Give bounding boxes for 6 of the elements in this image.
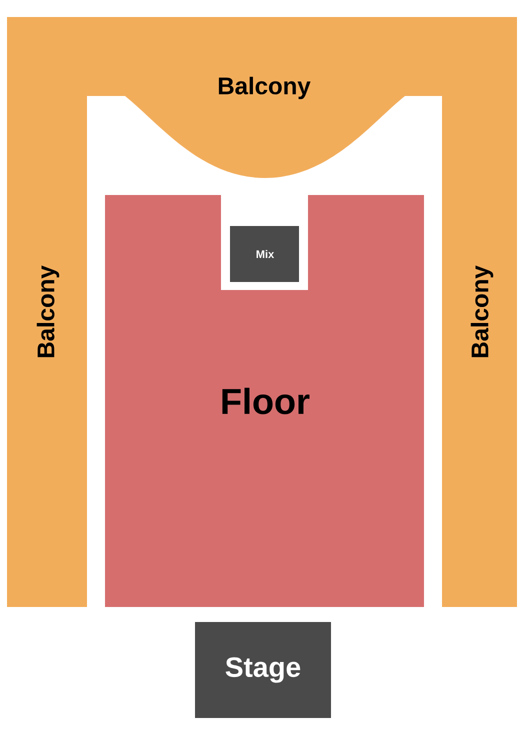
mix-position: Mix <box>230 226 299 282</box>
node-label: Balcony <box>470 265 494 358</box>
stage: Stage <box>195 622 331 718</box>
node-label: Balcony <box>36 265 60 358</box>
balcony-section: Balcony <box>442 95 517 607</box>
balcony-section: Balcony <box>7 95 87 607</box>
